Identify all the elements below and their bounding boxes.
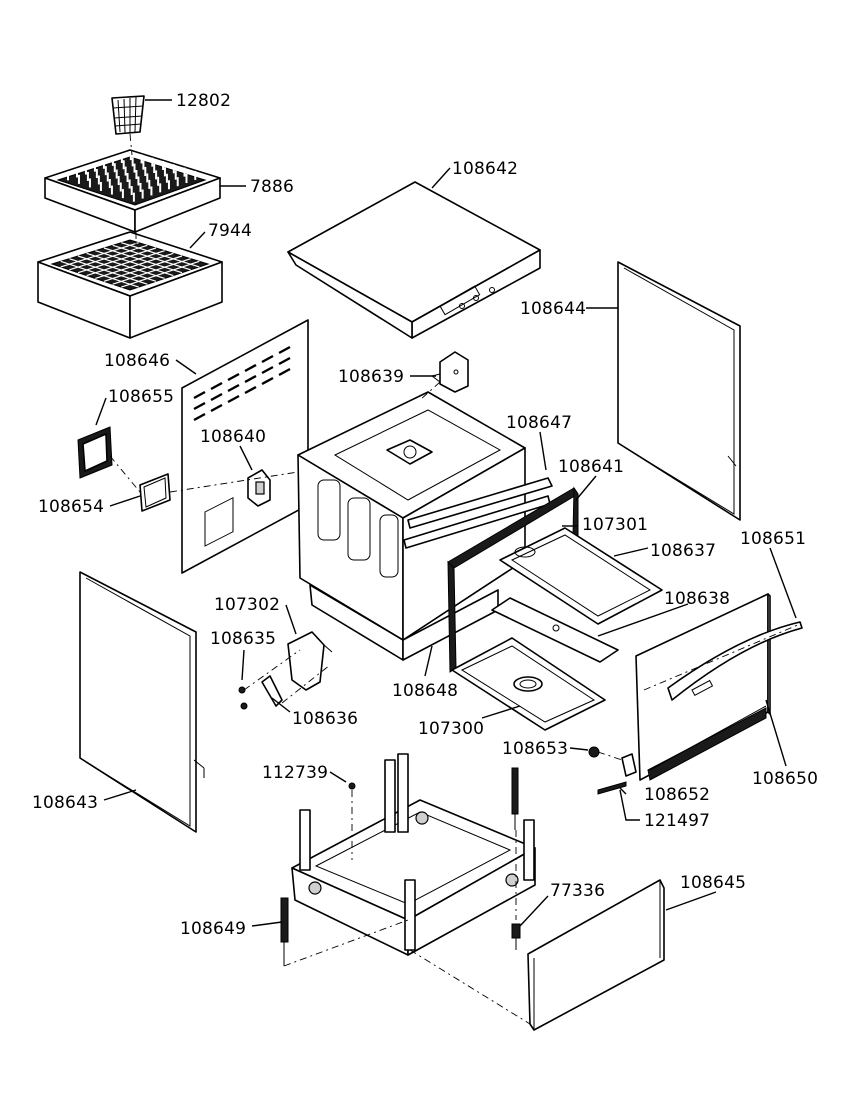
screws	[238, 686, 248, 710]
louver-slot	[244, 385, 257, 395]
rack-grid-line	[103, 247, 183, 274]
label-7944: 7944	[208, 221, 252, 241]
rack-grid	[60, 242, 200, 288]
label-112739: 112739	[262, 763, 328, 783]
label-108644: 108644	[520, 299, 586, 319]
louver-slot	[261, 376, 274, 386]
louver-slot	[193, 401, 206, 411]
label-108653: 108653	[502, 739, 568, 759]
door-handle	[667, 621, 803, 701]
leg-rod	[511, 767, 519, 830]
rack-grid-line	[77, 255, 157, 282]
label-108642: 108642	[452, 159, 518, 179]
label-108646: 108646	[104, 351, 170, 371]
rack-grid-line	[95, 252, 174, 280]
louver-slot	[278, 345, 291, 355]
rack-grid-line	[86, 252, 165, 280]
door-spring	[588, 746, 637, 777]
label-108637: 108637	[650, 541, 716, 561]
louver-slot	[193, 412, 206, 422]
label-108655: 108655	[108, 387, 174, 407]
spray-arm	[491, 597, 619, 663]
rack-grid-line	[77, 247, 157, 274]
label-108654: 108654	[38, 497, 104, 517]
label-108647: 108647	[506, 413, 572, 433]
adjustable-leg	[280, 897, 289, 966]
louver-slot	[244, 374, 257, 384]
louver-slot	[210, 403, 223, 413]
left-side-panel	[79, 571, 205, 833]
rack-grid-line	[121, 260, 200, 288]
rack-grid-line	[60, 260, 139, 288]
door-pin	[597, 781, 627, 795]
label-121497: 121497	[644, 811, 710, 831]
back-panel	[181, 319, 309, 574]
label-12802: 12802	[176, 91, 231, 111]
rack-grid-line	[112, 244, 191, 271]
label-108635: 108635	[210, 629, 276, 649]
rack-pegs	[66, 151, 197, 202]
label-108638: 108638	[664, 589, 730, 609]
louver-slot	[244, 363, 257, 373]
label-107301: 107301	[582, 515, 648, 535]
kick-plate	[527, 879, 665, 1031]
rack-grid-line	[121, 242, 200, 268]
label-108645: 108645	[680, 873, 746, 893]
louver-slot	[261, 365, 274, 375]
label-108648: 108648	[392, 681, 458, 701]
hinge-plate	[287, 631, 333, 691]
label-107300: 107300	[418, 719, 484, 739]
base-frame	[291, 753, 536, 956]
rack-grid-line	[103, 255, 183, 282]
filter-frame	[77, 426, 113, 479]
leader-lines	[95, 99, 797, 927]
rack-grid-line	[86, 250, 165, 277]
louver-slot	[261, 354, 274, 364]
label-108651: 108651	[740, 529, 806, 549]
filter-screen	[139, 473, 171, 512]
label-108640: 108640	[200, 427, 266, 447]
upper-tray	[499, 527, 663, 625]
rack-grid-line	[69, 244, 148, 271]
assembly-lines	[109, 133, 801, 1025]
switch-bracket	[247, 469, 271, 507]
right-side-panel	[617, 261, 741, 521]
label-108650: 108650	[752, 769, 818, 789]
label-77336: 77336	[550, 881, 605, 901]
rack-grid-line	[60, 242, 139, 268]
louver-slot	[227, 394, 240, 404]
louver-slot	[227, 372, 240, 382]
label-108641: 108641	[558, 457, 624, 477]
cutlery-basket	[111, 95, 145, 135]
hinge	[261, 675, 283, 707]
part-labels: 12802 7886 7944 108642 108644 108646 108…	[32, 91, 818, 939]
label-108636: 108636	[292, 709, 358, 729]
louver-slot	[278, 356, 291, 366]
rack-grid-line	[112, 258, 191, 285]
rack-grid-line	[95, 250, 174, 277]
louver-slot	[227, 383, 240, 393]
top-cover	[287, 181, 541, 339]
louver-slot	[193, 390, 206, 400]
lower-tray	[451, 637, 606, 731]
flat-rack	[37, 231, 223, 339]
louver-slots	[193, 345, 291, 422]
louver-slot	[278, 367, 291, 377]
label-107302: 107302	[214, 595, 280, 615]
foot-screw	[511, 923, 521, 950]
label-108643: 108643	[32, 793, 98, 813]
label-108649: 108649	[180, 919, 246, 939]
small-screw	[348, 782, 356, 790]
front-door	[635, 593, 771, 781]
peg-rack	[44, 149, 221, 233]
louver-slot	[210, 381, 223, 391]
louver-slot	[210, 392, 223, 402]
label-7886: 7886	[250, 177, 294, 197]
label-108639: 108639	[338, 367, 404, 387]
top-bracket	[430, 351, 469, 393]
label-108652: 108652	[644, 785, 710, 805]
rack-grid-line	[69, 258, 148, 285]
